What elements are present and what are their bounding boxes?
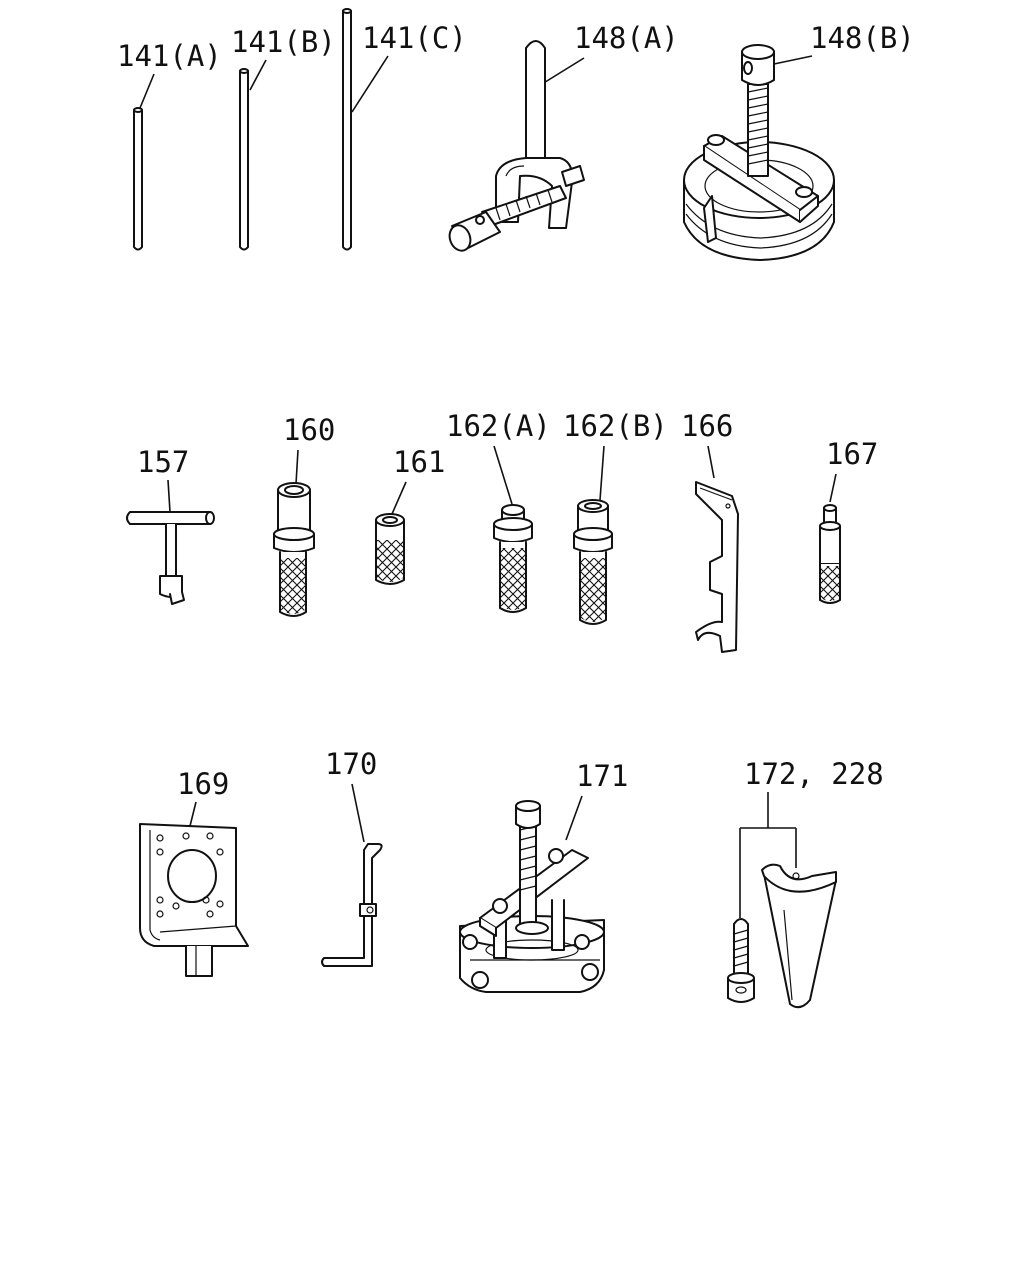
callout-160: 160: [283, 413, 335, 447]
callout-161: 161: [393, 445, 445, 479]
callout-167: 167: [826, 437, 878, 471]
callout-157: 157: [137, 445, 189, 479]
part-148b: 148(B): [683, 21, 915, 261]
part-170: 170: [321, 747, 383, 967]
part-141a: 141(A): [117, 39, 222, 251]
part-171: 171: [459, 759, 628, 993]
part-172-228: 172, 228: [727, 757, 884, 1009]
callout-141b: 141(B): [231, 25, 336, 59]
part-141b: 141(B): [231, 25, 336, 251]
part-141c: 141(C): [342, 8, 467, 251]
part-162b: 162(B): [563, 409, 668, 625]
part-167: 167: [819, 437, 878, 604]
part-161: 161: [375, 445, 445, 585]
part-162a: 162(A): [446, 409, 551, 613]
part-166: 166: [681, 409, 739, 653]
callout-162b: 162(B): [563, 409, 668, 443]
part-157: 157: [126, 445, 215, 605]
callout-169: 169: [177, 767, 229, 801]
callout-141c: 141(C): [362, 21, 467, 55]
callout-141a: 141(A): [117, 39, 222, 73]
callout-172-228: 172, 228: [744, 757, 884, 791]
callout-170: 170: [325, 747, 377, 781]
part-160: 160: [273, 413, 335, 617]
part-169: 169: [139, 767, 249, 977]
callout-148b: 148(B): [810, 21, 915, 55]
callout-171: 171: [576, 759, 628, 793]
callout-166: 166: [681, 409, 733, 443]
callout-162a: 162(A): [446, 409, 551, 443]
callout-148a: 148(A): [574, 21, 679, 55]
part-148a: 148(A): [448, 21, 679, 252]
